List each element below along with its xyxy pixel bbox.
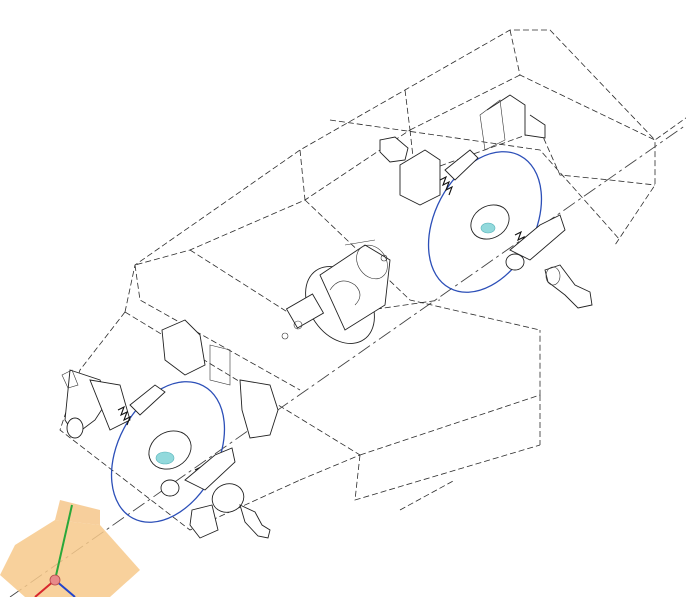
left-bottom-washer xyxy=(211,483,245,513)
right-pin[interactable] xyxy=(544,264,593,309)
motor-wiring xyxy=(329,280,361,306)
triad-y-axis xyxy=(54,504,73,581)
shaft-centerline xyxy=(9,124,686,597)
motor-bolt xyxy=(281,332,289,340)
left-pin[interactable] xyxy=(239,504,271,539)
housing-floor-edge xyxy=(399,479,456,511)
triad-plane-xz xyxy=(0,520,140,597)
center-motor-unit[interactable] xyxy=(281,239,394,356)
housing-left-top-face xyxy=(134,149,306,266)
left-spring-upper xyxy=(117,405,132,426)
housing-right-panel xyxy=(539,129,656,186)
housing-inner-ridge xyxy=(304,199,541,331)
right-end-assembly[interactable] xyxy=(379,94,593,312)
left-arm-eye xyxy=(66,417,84,439)
housing-front-box-bottom xyxy=(354,444,541,501)
right-bolt-head xyxy=(379,136,409,163)
right-hub-highlight xyxy=(480,222,496,234)
right-top-bracket-plate xyxy=(479,99,506,151)
triad-origin[interactable] xyxy=(49,574,61,586)
right-spring-upper xyxy=(439,175,454,196)
motor-edge-line xyxy=(344,239,376,246)
coordinate-triad[interactable] xyxy=(0,500,140,597)
left-arm-lower xyxy=(184,447,236,491)
right-arm-upper xyxy=(444,149,479,181)
left-hub-highlight xyxy=(155,451,175,465)
left-lower-boss xyxy=(160,479,180,497)
housing-side-panel xyxy=(134,264,301,391)
motor-terminal xyxy=(380,254,388,262)
left-bottom-clip xyxy=(189,504,219,539)
left-arm-plate xyxy=(89,379,131,431)
right-arm-lower xyxy=(509,214,566,261)
left-top-bracket-plate xyxy=(209,344,231,386)
housing-left-end xyxy=(59,311,301,531)
housing-bottom-joint xyxy=(299,454,361,481)
right-pin-end xyxy=(545,266,561,286)
left-hub xyxy=(148,430,192,470)
left-arm-tab xyxy=(61,369,79,389)
motor-bolt xyxy=(293,320,303,330)
housing-right-end xyxy=(509,29,656,246)
left-top-bracket xyxy=(161,319,206,376)
motor-cap xyxy=(356,244,388,280)
housing-top-back-edge xyxy=(124,29,686,313)
right-lower-boss xyxy=(505,253,525,271)
triad-plane-xy xyxy=(55,500,100,525)
left-end-assembly[interactable] xyxy=(61,319,279,542)
left-arm-upper xyxy=(129,384,166,416)
left-side-bracket xyxy=(239,379,279,439)
right-upper-bracket xyxy=(399,149,441,206)
right-hub xyxy=(470,204,510,240)
motor-mount-bracket xyxy=(285,293,325,329)
right-top-bracket xyxy=(486,94,546,139)
housing-diag xyxy=(329,119,621,241)
housing-front-box xyxy=(359,330,541,456)
housing-top-ridge xyxy=(409,74,521,131)
motor-body xyxy=(319,244,391,331)
